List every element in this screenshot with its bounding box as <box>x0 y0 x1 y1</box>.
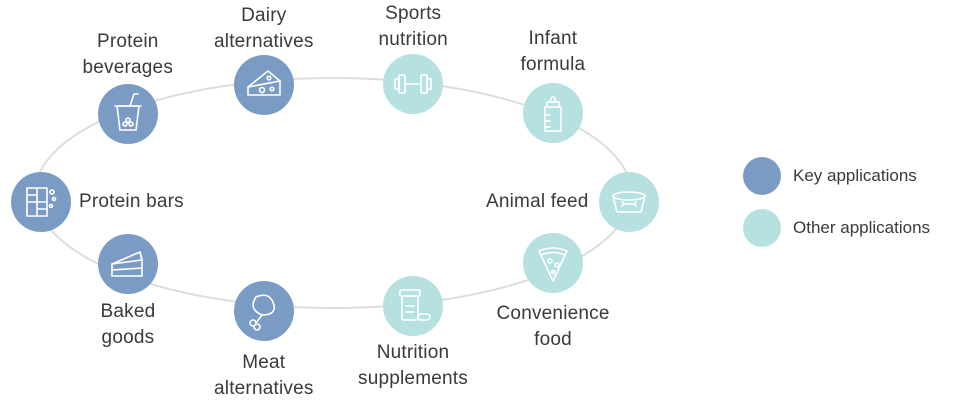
label-line: Animal feed <box>486 191 589 212</box>
legend-key-swatch <box>743 157 781 195</box>
label-convenience-food: Convenience food <box>497 301 610 353</box>
label-line: alternatives <box>214 378 314 399</box>
pizza-icon <box>538 247 568 282</box>
label-meat-alternatives: Meat alternatives <box>214 350 314 402</box>
node-convenience-food <box>523 233 583 293</box>
node-meat-alternatives <box>234 281 294 341</box>
node-infant-formula <box>523 83 583 143</box>
label-line: supplements <box>358 368 468 389</box>
label-protein-beverages: Protein beverages <box>83 29 174 81</box>
supplements-icon <box>399 289 431 321</box>
node-protein-beverages <box>98 84 158 144</box>
label-line: beverages <box>82 57 174 78</box>
label-line: Infant <box>528 28 578 49</box>
label-sports-nutrition: Sports nutrition <box>379 1 448 53</box>
dumbbell-icon <box>394 74 432 94</box>
node-animal-feed <box>599 172 659 232</box>
label-line: nutrition <box>378 29 448 50</box>
other-application-circle <box>599 172 659 232</box>
label-line: Convenience <box>496 303 610 324</box>
label-line: Protein <box>96 31 159 52</box>
label-line: food <box>534 329 572 350</box>
other-application-circle <box>523 233 583 293</box>
node-protein-bars <box>11 172 71 232</box>
legend-key-label: Key applications <box>793 166 917 185</box>
bubble-tea-icon <box>114 93 142 131</box>
label-line: Dairy <box>241 5 287 26</box>
drumstick-icon <box>249 294 276 331</box>
label-line: alternatives <box>214 31 314 52</box>
other-application-circle <box>523 83 583 143</box>
baby-bottle-icon <box>544 95 562 132</box>
label-baked-goods: Baked goods <box>101 299 156 351</box>
label-protein-bars: Protein bars <box>79 189 184 215</box>
key-application-circle <box>234 281 294 341</box>
label-line: Protein bars <box>79 191 184 212</box>
legend-other-label: Other applications <box>793 218 931 237</box>
cake-icon <box>111 251 143 277</box>
key-application-circle <box>98 234 158 294</box>
bar-icon <box>26 187 57 217</box>
node-baked-goods <box>98 234 158 294</box>
cheese-icon <box>247 70 281 96</box>
label-nutrition-supplements: Nutrition supplements <box>358 340 468 392</box>
legend-other-swatch <box>743 209 781 247</box>
pet-bowl-icon <box>612 191 646 213</box>
label-animal-feed: Animal feed <box>486 189 589 215</box>
label-infant-formula: Infant formula <box>521 26 586 78</box>
key-application-circle <box>98 84 158 144</box>
node-dairy-alternatives <box>234 55 294 115</box>
label-line: Meat <box>242 352 286 373</box>
node-sports-nutrition <box>383 54 443 114</box>
label-line: Baked <box>100 301 156 322</box>
key-application-circle <box>234 55 294 115</box>
label-line: formula <box>520 54 586 75</box>
node-nutrition-supplements <box>383 276 443 336</box>
label-line: goods <box>101 327 155 348</box>
label-line: Nutrition <box>376 342 450 363</box>
label-line: Sports <box>385 3 442 24</box>
label-dairy-alternatives: Dairy alternatives <box>214 3 314 55</box>
